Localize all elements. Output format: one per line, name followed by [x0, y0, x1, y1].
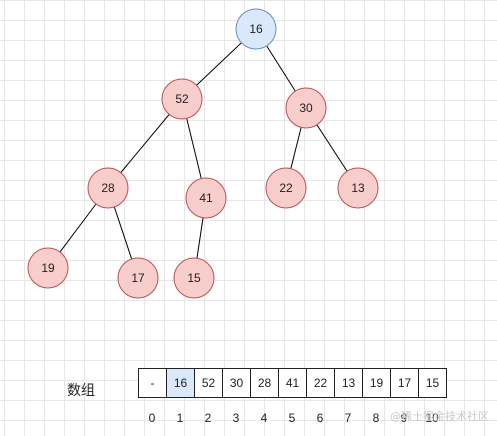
array-index: 3 [232, 411, 240, 425]
array-cell: - [138, 368, 167, 398]
tree-node-label: 16 [249, 22, 263, 36]
array-index: 6 [316, 411, 324, 425]
tree-node-17: 17 [117, 257, 159, 299]
array-cell: 15 [418, 368, 447, 398]
tree-node-circle [185, 177, 227, 219]
tree-node-circle [337, 167, 379, 209]
tree-node-30: 30 [285, 87, 327, 129]
tree-node-circle [27, 247, 69, 289]
tree-node-16: 16 [235, 8, 277, 50]
tree-node-circle [117, 257, 159, 299]
array-cell: 17 [390, 368, 419, 398]
tree-node-label: 19 [41, 261, 55, 275]
array-index: 1 [176, 411, 184, 425]
tree-node-28: 28 [87, 167, 129, 209]
array-index: 2 [204, 411, 212, 425]
array-index: 8 [372, 411, 380, 425]
array-cell: 28 [250, 368, 279, 398]
tree-node-label: 13 [351, 181, 365, 195]
watermark: @稀土掘金技术社区 [390, 410, 489, 423]
array-cell: 19 [362, 368, 391, 398]
tree-node-circle [173, 257, 215, 299]
array-indices: 0 1 2 3 4 5 6 7 8 9 10 [138, 411, 446, 425]
array-cell: 16 [166, 368, 195, 398]
array-cell: 30 [222, 368, 251, 398]
tree-node-label: 28 [101, 181, 115, 195]
tree-node-41: 41 [185, 177, 227, 219]
tree-nodes: 16 52 30 28 41 22 13 19 17 15 [27, 8, 379, 299]
array-cell: 52 [194, 368, 223, 398]
tree-node-label: 22 [279, 181, 293, 195]
array-index: 4 [260, 411, 268, 425]
array-index: 9 [400, 411, 408, 425]
tree-node-52: 52 [161, 78, 203, 120]
array-cell: 22 [306, 368, 335, 398]
tree-node-label: 15 [187, 271, 201, 285]
tree-node-circle [161, 78, 203, 120]
tree-node-circle [265, 167, 307, 209]
array-index: 0 [148, 411, 156, 425]
tree-node-15: 15 [173, 257, 215, 299]
array-index: 10 [425, 411, 439, 425]
tree-node-label: 17 [131, 271, 145, 285]
array-cell: 41 [278, 368, 307, 398]
tree-node-circle [87, 167, 129, 209]
tree-node-label: 52 [175, 92, 189, 106]
tree-node-circle [235, 8, 277, 50]
tree-node-label: 30 [299, 101, 313, 115]
tree-node-22: 22 [265, 167, 307, 209]
tree-node-19: 19 [27, 247, 69, 289]
tree-node-circle [285, 87, 327, 129]
tree-edges [47, 28, 359, 279]
array-index: 7 [344, 411, 352, 425]
array-label: 数组 [67, 383, 95, 399]
tree-node-label: 41 [199, 191, 213, 205]
array-cell: 13 [334, 368, 363, 398]
tree-node-13: 13 [337, 167, 379, 209]
array-index: 5 [288, 411, 296, 425]
